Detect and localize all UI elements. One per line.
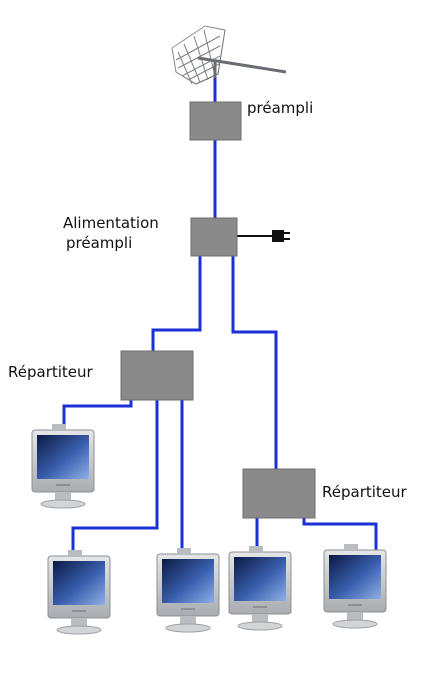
cable-left-monitor-2 [71,400,159,560]
flat-screen-monitor-icon [31,423,95,509]
preampli-label: préampli [247,99,314,117]
tv-antenna-icon [171,25,287,85]
power-plug-icon [237,230,290,242]
flat-screen-monitor-icon [47,549,111,635]
repartiteur-right-box [242,468,316,519]
cable-left-monitor-1 [62,400,133,432]
alimentation-preampli-box [190,217,238,257]
cables [62,76,378,560]
repartiteur-left-box [120,350,194,401]
flat-screen-monitor-icon [228,545,292,631]
cable-alimentation-left [151,256,202,352]
repartiteur-left-label: Répartiteur [8,363,93,381]
repartiteur-right-label: Répartiteur [322,483,407,501]
flat-screen-monitor-icon [323,543,387,629]
preampli-box [189,101,242,141]
cable-right-monitor-5 [302,518,378,550]
flat-screen-monitor-icon [156,547,220,633]
alimentation-label-line1: Alimentation [63,214,159,232]
alimentation-label-line2: préampli [66,234,133,252]
cable-alimentation-right [231,256,278,470]
